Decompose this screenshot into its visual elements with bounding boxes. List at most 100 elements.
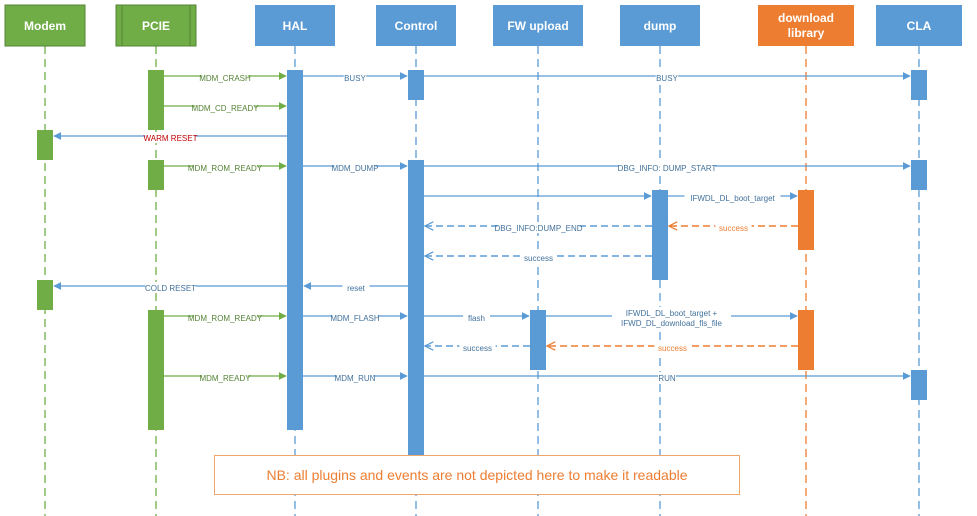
message-hal-to-control: MDM_FLASH bbox=[303, 312, 408, 323]
message-label: MDM_RUN bbox=[335, 374, 376, 383]
activation-fwupload bbox=[530, 310, 546, 370]
message-label-bg bbox=[658, 372, 676, 383]
message-control-to-cla: BUSY bbox=[424, 72, 911, 83]
activation-control bbox=[408, 160, 424, 310]
message-label-bg bbox=[619, 162, 715, 173]
message-dllib-to-dump: success bbox=[669, 222, 798, 233]
participant-label: CLA bbox=[907, 19, 932, 33]
participant-box bbox=[115, 4, 197, 47]
participant-box bbox=[4, 4, 86, 47]
message-label-bg bbox=[145, 132, 196, 143]
participant-modem: Modem bbox=[4, 4, 86, 47]
activation-pcie bbox=[148, 70, 164, 130]
message-hal-to-control: MDM_DUMP bbox=[303, 162, 408, 173]
message-label-bg bbox=[202, 372, 248, 383]
message-hal-to-control: MDM_RUN bbox=[303, 372, 408, 383]
message-label-bg bbox=[334, 162, 376, 173]
participant-box bbox=[876, 5, 962, 46]
participant-control: Control bbox=[376, 5, 456, 46]
message-label-bg bbox=[459, 342, 496, 353]
message-fwupload-to-dllib: IFWDL_DL_boot_target +IFWD_DL_download_f… bbox=[546, 307, 798, 328]
message-pcie-to-hal: MDM_CRASH bbox=[164, 72, 287, 83]
message-label-bg bbox=[336, 372, 374, 383]
message-control-to-fwupload: flash bbox=[424, 312, 530, 323]
participant-label: Modem bbox=[24, 19, 66, 33]
message-label: DBG_INFO: DUMP_START bbox=[618, 164, 717, 173]
participant-pcie: PCIE bbox=[115, 4, 197, 47]
activation-hal bbox=[287, 70, 303, 430]
participant-box bbox=[376, 5, 456, 46]
activation-control bbox=[408, 70, 424, 100]
message-dump-to-control: DBG_INFO:DUMP_END bbox=[425, 222, 652, 233]
message-label: MDM_READY bbox=[199, 374, 251, 383]
participant-label: dump bbox=[644, 19, 677, 33]
message-label-bg bbox=[332, 312, 378, 323]
participant-label: FW upload bbox=[507, 19, 568, 33]
message-dump-to-control: success bbox=[425, 252, 652, 263]
message-hal-to-modem: WARM RESET bbox=[53, 132, 287, 143]
message-label-bg bbox=[202, 72, 248, 83]
message-dump-to-dllib: IFWDL_DL_boot_target bbox=[668, 192, 798, 203]
message-label: success bbox=[658, 344, 687, 353]
message-label: BUSY bbox=[344, 74, 366, 83]
message-pcie-to-hal: MDM_ROM_READY bbox=[164, 162, 287, 173]
message-label: WARM RESET bbox=[144, 134, 198, 143]
message-label: MDM_FLASH bbox=[330, 314, 380, 323]
message-dllib-to-fwupload: success bbox=[547, 342, 798, 353]
participant-box bbox=[758, 5, 854, 46]
message-control-to-cla: DBG_INFO: DUMP_START bbox=[424, 162, 911, 173]
message-pcie-to-hal: MDM_CD_READY bbox=[164, 102, 287, 113]
participant-label: library bbox=[788, 26, 825, 40]
message-pcie-to-hal: MDM_READY bbox=[164, 372, 287, 383]
activation-bars bbox=[37, 70, 927, 460]
message-label-bg bbox=[612, 307, 731, 328]
activation-pcie bbox=[148, 160, 164, 190]
participant-box bbox=[493, 5, 583, 46]
message-pcie-to-hal: MDM_ROM_READY bbox=[164, 312, 287, 323]
message-label-bg bbox=[655, 72, 679, 83]
activation-cla bbox=[911, 70, 927, 100]
lifelines bbox=[44, 46, 920, 516]
message-hal-to-modem: COLD RESET bbox=[53, 282, 287, 293]
message-label: MDM_DUMP bbox=[331, 164, 378, 173]
participant-hal: HAL bbox=[255, 5, 335, 46]
participant-label: Control bbox=[395, 19, 438, 33]
message-label: reset bbox=[347, 284, 366, 293]
message-label-bg bbox=[520, 252, 557, 263]
activation-control bbox=[408, 310, 424, 460]
message-label: MDM_CRASH bbox=[199, 74, 251, 83]
message-label: success bbox=[463, 344, 492, 353]
message-label-bg bbox=[343, 72, 367, 83]
message-label-bg bbox=[497, 222, 580, 233]
message-label: IFWDL_DL_boot_target + bbox=[626, 309, 718, 318]
message-label: MDM_CD_READY bbox=[191, 104, 259, 113]
message-label: COLD RESET bbox=[145, 284, 196, 293]
activation-modem bbox=[37, 280, 53, 310]
readability-note: NB: all plugins and events are not depic… bbox=[214, 455, 740, 495]
activation-cla bbox=[911, 160, 927, 190]
message-label: MDM_ROM_READY bbox=[188, 164, 263, 173]
participant-box bbox=[620, 5, 700, 46]
message-label: DBG_INFO:DUMP_END bbox=[494, 224, 582, 233]
message-control-to-cla: RUN bbox=[424, 372, 911, 383]
message-hal-to-control: BUSY bbox=[303, 72, 408, 83]
messages: MDM_CRASH BUSY BUSY MDM_CD_READY WARM RESET M… bbox=[53, 72, 911, 383]
message-label: IFWDL_DL_boot_target bbox=[690, 194, 775, 203]
message-label: BUSY bbox=[656, 74, 678, 83]
participant-label: HAL bbox=[283, 19, 308, 33]
message-label: success bbox=[719, 224, 748, 233]
participant-dump: dump bbox=[620, 5, 700, 46]
message-label-bg bbox=[654, 342, 691, 353]
message-control-to-hal: reset bbox=[303, 282, 408, 293]
message-label-bg bbox=[715, 222, 752, 233]
message-label-bg bbox=[463, 312, 490, 323]
message-label: MDM_ROM_READY bbox=[188, 314, 263, 323]
activation-dllib bbox=[798, 310, 814, 370]
activation-cla bbox=[911, 370, 927, 400]
activation-pcie bbox=[148, 310, 164, 430]
message-label-bg bbox=[342, 282, 370, 293]
message-label-bg bbox=[145, 282, 196, 293]
note-text: NB: all plugins and events are not depic… bbox=[266, 467, 688, 483]
